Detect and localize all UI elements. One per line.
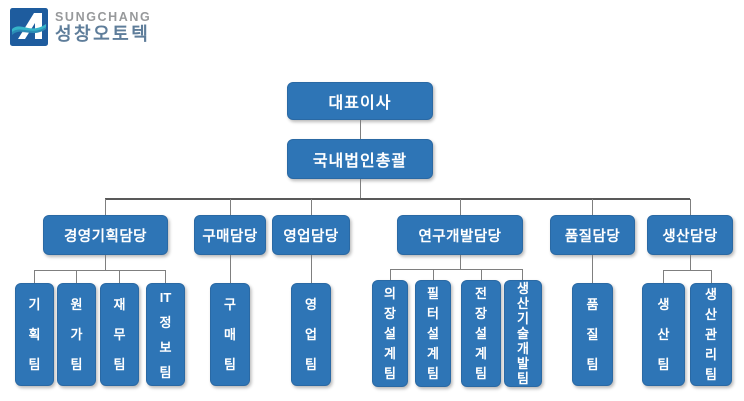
- connector-line: [360, 120, 361, 139]
- org-box-team-it-info: IT정보팀: [146, 283, 185, 386]
- connector-line: [311, 255, 312, 283]
- connector-line: [360, 179, 361, 199]
- connector-line: [390, 269, 523, 270]
- connector-line: [433, 269, 434, 280]
- org-box-team-finance: 재무팀: [100, 283, 139, 386]
- connector-line: [105, 199, 106, 215]
- org-box-team-production: 생산팀: [642, 283, 685, 386]
- org-box-team-production-tech-dev: 생산기술개발팀: [504, 280, 542, 387]
- connector-line: [592, 255, 593, 283]
- connector-line: [592, 199, 593, 215]
- org-box-team-purchasing: 구매팀: [210, 283, 250, 386]
- connector-line: [230, 199, 231, 215]
- org-box-division-quality: 품질담당: [550, 215, 635, 255]
- connector-line: [690, 255, 691, 270]
- connector-line: [105, 255, 106, 270]
- org-box-team-filter-design: 필터설계팀: [415, 280, 451, 387]
- org-box-team-sales: 영업팀: [291, 283, 331, 386]
- org-box-team-production-mgmt: 생산관리팀: [690, 283, 732, 386]
- connector-line: [76, 270, 77, 283]
- org-box-team-electrical-design: 전장설계팀: [461, 280, 501, 387]
- connector-line: [460, 255, 461, 269]
- org-box-team-planning: 기획팀: [15, 283, 54, 386]
- org-box-team-cost: 원가팀: [57, 283, 96, 386]
- org-box-division-management-planning: 경영기획담당: [43, 215, 168, 255]
- org-box-team-quality: 품질팀: [572, 283, 613, 386]
- brand-name-ko: 성창오토텍: [55, 24, 151, 44]
- connector-line: [460, 199, 461, 215]
- connector-line: [34, 270, 35, 283]
- sungchang-logo-icon: [10, 8, 48, 46]
- org-box-domestic-hq: 국내법인총괄: [287, 139, 433, 179]
- org-box-division-production: 생산담당: [647, 215, 733, 255]
- org-box-division-purchasing: 구매담당: [194, 215, 266, 255]
- connector-line: [230, 255, 231, 283]
- connector-line: [711, 270, 712, 283]
- brand-name-en: SUNGCHANG: [55, 10, 152, 24]
- org-box-division-rnd: 연구개발담당: [397, 215, 523, 255]
- connector-line: [663, 270, 711, 271]
- org-box-division-sales: 영업담당: [272, 215, 350, 255]
- connector-line: [105, 198, 690, 200]
- connector-line: [119, 270, 120, 283]
- org-box-ceo: 대표이사: [287, 82, 433, 120]
- connector-line: [311, 199, 312, 215]
- org-box-team-interior-design: 의장설계팀: [372, 280, 408, 387]
- connector-line: [690, 199, 691, 215]
- connector-line: [522, 269, 523, 280]
- connector-line: [390, 269, 391, 280]
- connector-line: [481, 269, 482, 280]
- logo-text: SUNGCHANG 성창오토텍: [55, 8, 151, 45]
- connector-line: [165, 270, 166, 283]
- connector-line: [34, 270, 166, 271]
- company-logo: SUNGCHANG 성창오토텍: [10, 8, 151, 46]
- connector-line: [663, 270, 664, 283]
